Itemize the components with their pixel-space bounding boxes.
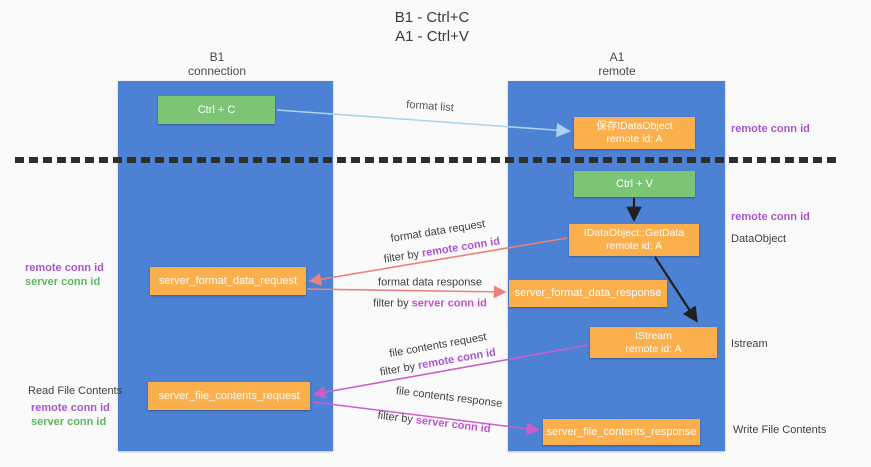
filter-prefix: filter by xyxy=(379,360,417,379)
server-format-data-request-node: server_format_data_request xyxy=(150,267,306,295)
title-line-1: B1 - Ctrl+C xyxy=(394,9,470,26)
title-line-2: A1 - Ctrl+V xyxy=(395,28,469,45)
remote-conn-id-annotation-1: remote conn id xyxy=(731,123,810,135)
ctrl-c-label: Ctrl + C xyxy=(197,103,236,116)
filter-prefix: filter by xyxy=(373,297,409,310)
getdata-node: IDataObject::GetData remote id: A xyxy=(569,224,699,256)
filter-prefix: filter by xyxy=(383,248,420,266)
left-column-name: B1 xyxy=(209,50,225,64)
server-file-contents-request-label: server_file_contents_request xyxy=(158,389,300,402)
remote-conn-id-annotation-3: remote conn id xyxy=(25,262,104,274)
ctrl-v-label: Ctrl + V xyxy=(616,177,653,190)
istream-line1: IStream xyxy=(635,329,672,342)
filter-prefix: filter by xyxy=(376,409,414,426)
ctrl-c-node: Ctrl + C xyxy=(158,96,275,124)
copy-paste-separator-line xyxy=(15,157,838,163)
save-dataobject-line2: remote id: A xyxy=(606,133,663,145)
istream-node: IStream remote id: A xyxy=(590,327,717,358)
left-column-subtitle: connection xyxy=(187,64,247,78)
right-column-header: A1 remote xyxy=(598,50,635,78)
read-file-contents-annotation: Read File Contents xyxy=(28,385,123,397)
right-column-name: A1 xyxy=(609,50,625,64)
istream-annotation: Istream xyxy=(731,338,768,350)
remote-conn-id-annotation-2: remote conn id xyxy=(731,211,810,223)
getdata-line2: remote id: A xyxy=(605,240,663,252)
server-file-contents-response-node: server_file_contents_response xyxy=(543,419,700,445)
remote-conn-id-annotation-4: remote conn id xyxy=(31,402,110,414)
save-dataobject-line1: 保存IDataObject xyxy=(596,120,673,132)
server-conn-id-key: server conn id xyxy=(411,297,487,310)
diagram-title: B1 - Ctrl+C A1 - Ctrl+V xyxy=(0,8,871,46)
server-file-contents-response-label: server_file_contents_response xyxy=(546,425,697,438)
server-format-data-request-label: server_format_data_request xyxy=(158,274,298,287)
server-format-data-response-node: server_format_data_response xyxy=(509,280,667,307)
istream-line2: remote id: A xyxy=(625,342,682,355)
server-conn-id-key: server conn id xyxy=(415,414,492,436)
write-file-contents-annotation: Write File Contents xyxy=(733,424,827,436)
filter-by-server-conn-id-label-1: filter by server conn id xyxy=(373,298,487,311)
server-file-contents-request-node: server_file_contents_request xyxy=(148,382,310,410)
server-conn-id-annotation-2: server conn id xyxy=(31,416,107,428)
format-list-label: format list xyxy=(405,98,455,115)
dataobject-annotation: DataObject xyxy=(731,233,787,245)
server-format-data-response-label: server_format_data_response xyxy=(514,287,662,299)
getdata-line1: IDataObject::GetData xyxy=(583,227,685,239)
format-data-response-label: format data response xyxy=(378,276,482,289)
file-contents-response-label: file contents response xyxy=(395,385,503,410)
ctrl-v-node: Ctrl + V xyxy=(574,171,695,197)
save-dataobject-node: 保存IDataObject remote id: A xyxy=(574,117,695,149)
right-column-subtitle: remote xyxy=(598,64,636,78)
left-column-header: B1 connection xyxy=(188,50,246,78)
server-conn-id-annotation-1: server conn id xyxy=(25,276,101,288)
filter-by-server-conn-id-label-2: filter by server conn id xyxy=(377,410,491,437)
